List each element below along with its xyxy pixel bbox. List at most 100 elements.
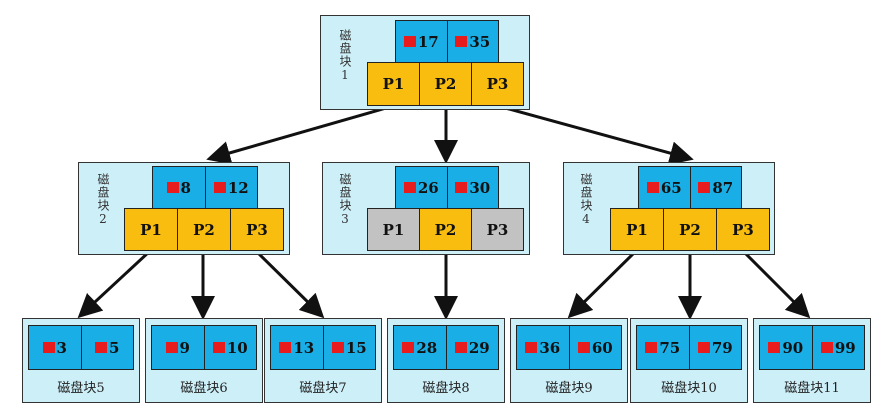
key-cell: 15	[324, 326, 376, 369]
key-row: 8 12	[152, 166, 258, 209]
pointer-cell-p1: P1	[125, 209, 178, 250]
key-value: 79	[711, 338, 733, 357]
key-cell: 60	[570, 326, 622, 369]
data-pointer-marker-icon	[213, 182, 226, 193]
data-pointer-marker-icon	[697, 342, 710, 353]
key-cell: 8	[153, 167, 206, 208]
block-label: 磁盘块6	[180, 381, 228, 396]
key-row: 90 99	[759, 325, 865, 370]
key-cell: 3	[29, 326, 82, 369]
data-pointer-marker-icon	[577, 342, 590, 353]
data-pointer-marker-icon	[646, 182, 659, 193]
pointer-cell-p1: P1	[611, 209, 664, 250]
child-pointer-arrow	[497, 104, 694, 165]
pointer-cell-p3: P3	[717, 209, 769, 250]
block-label: 磁盘块8	[422, 381, 470, 396]
data-pointer-marker-icon	[403, 182, 416, 193]
key-cell: 65	[639, 167, 691, 208]
key-row: 75 79	[636, 325, 742, 370]
key-cell: 30	[448, 167, 499, 208]
data-pointer-marker-icon	[403, 36, 416, 47]
key-value: 15	[345, 338, 367, 357]
data-pointer-marker-icon	[645, 342, 658, 353]
key-value: 10	[226, 338, 248, 357]
key-value: 26	[417, 178, 439, 197]
key-cell: 79	[690, 326, 742, 369]
key-value: 87	[712, 178, 734, 197]
key-row: 28 29	[393, 325, 499, 370]
data-pointer-marker-icon	[402, 342, 415, 353]
pointer-cell-p2: P2	[664, 209, 717, 250]
key-value: 35	[469, 32, 491, 51]
key-cell: 29	[447, 326, 499, 369]
data-pointer-marker-icon	[698, 182, 711, 193]
block-label: 磁盘块9	[545, 381, 593, 396]
child-pointer-arrow	[254, 249, 325, 319]
key-cell: 36	[517, 326, 570, 369]
key-cell: 90	[760, 326, 813, 369]
key-cell: 9	[152, 326, 205, 369]
block-label: 磁盘块5	[57, 381, 105, 396]
key-row: 13 15	[270, 325, 376, 370]
key-row: 26 30	[395, 166, 499, 209]
pointer-cell-p1: P1	[368, 63, 420, 105]
block-label: 磁盘块10	[661, 381, 717, 396]
data-pointer-marker-icon	[454, 342, 467, 353]
key-cell: 5	[82, 326, 134, 369]
key-value: 3	[56, 338, 67, 357]
data-pointer-marker-icon	[455, 36, 468, 47]
key-value: 30	[469, 178, 491, 197]
key-cell: 87	[691, 167, 742, 208]
key-value: 8	[180, 178, 191, 197]
data-pointer-marker-icon	[95, 342, 108, 353]
key-cell: 99	[813, 326, 865, 369]
block-label: 磁盘块4	[579, 173, 593, 227]
key-row: 9 10	[151, 325, 257, 370]
key-cell: 75	[637, 326, 690, 369]
key-value: 75	[659, 338, 681, 357]
key-cell: 35	[448, 21, 499, 62]
key-value: 17	[417, 32, 439, 51]
data-pointer-marker-icon	[768, 342, 781, 353]
pointer-cell-p2: P2	[178, 209, 231, 250]
data-pointer-marker-icon	[212, 342, 225, 353]
key-value: 99	[834, 338, 856, 357]
block-label: 磁盘块11	[784, 381, 840, 396]
pointer-cell-p3: P3	[231, 209, 283, 250]
key-row: 36 60	[516, 325, 622, 370]
key-cell: 12	[206, 167, 258, 208]
key-cell: 26	[396, 167, 448, 208]
data-pointer-marker-icon	[42, 342, 55, 353]
key-value: 12	[227, 178, 249, 197]
key-row: 65 87	[638, 166, 742, 209]
block-label: 磁盘块7	[299, 381, 347, 396]
key-cell: 13	[271, 326, 324, 369]
key-value: 28	[416, 338, 438, 357]
pointer-cell-p2: P2	[420, 209, 472, 250]
pointer-cell-p3: P3	[472, 209, 523, 250]
key-value: 9	[179, 338, 190, 357]
key-value: 90	[782, 338, 804, 357]
key-value: 36	[539, 338, 561, 357]
key-value: 13	[293, 338, 315, 357]
key-cell: 10	[205, 326, 257, 369]
data-pointer-marker-icon	[279, 342, 292, 353]
child-pointer-arrow	[206, 104, 394, 165]
pointer-cell-p2: P2	[420, 63, 472, 105]
key-value: 29	[468, 338, 490, 357]
pointer-cell-p1: P1	[368, 209, 420, 250]
data-pointer-marker-icon	[455, 182, 468, 193]
key-value: 60	[591, 338, 613, 357]
data-pointer-marker-icon	[820, 342, 833, 353]
data-pointer-marker-icon	[525, 342, 538, 353]
data-pointer-marker-icon	[331, 342, 344, 353]
data-pointer-marker-icon	[166, 182, 179, 193]
child-pointer-arrow	[77, 249, 152, 319]
